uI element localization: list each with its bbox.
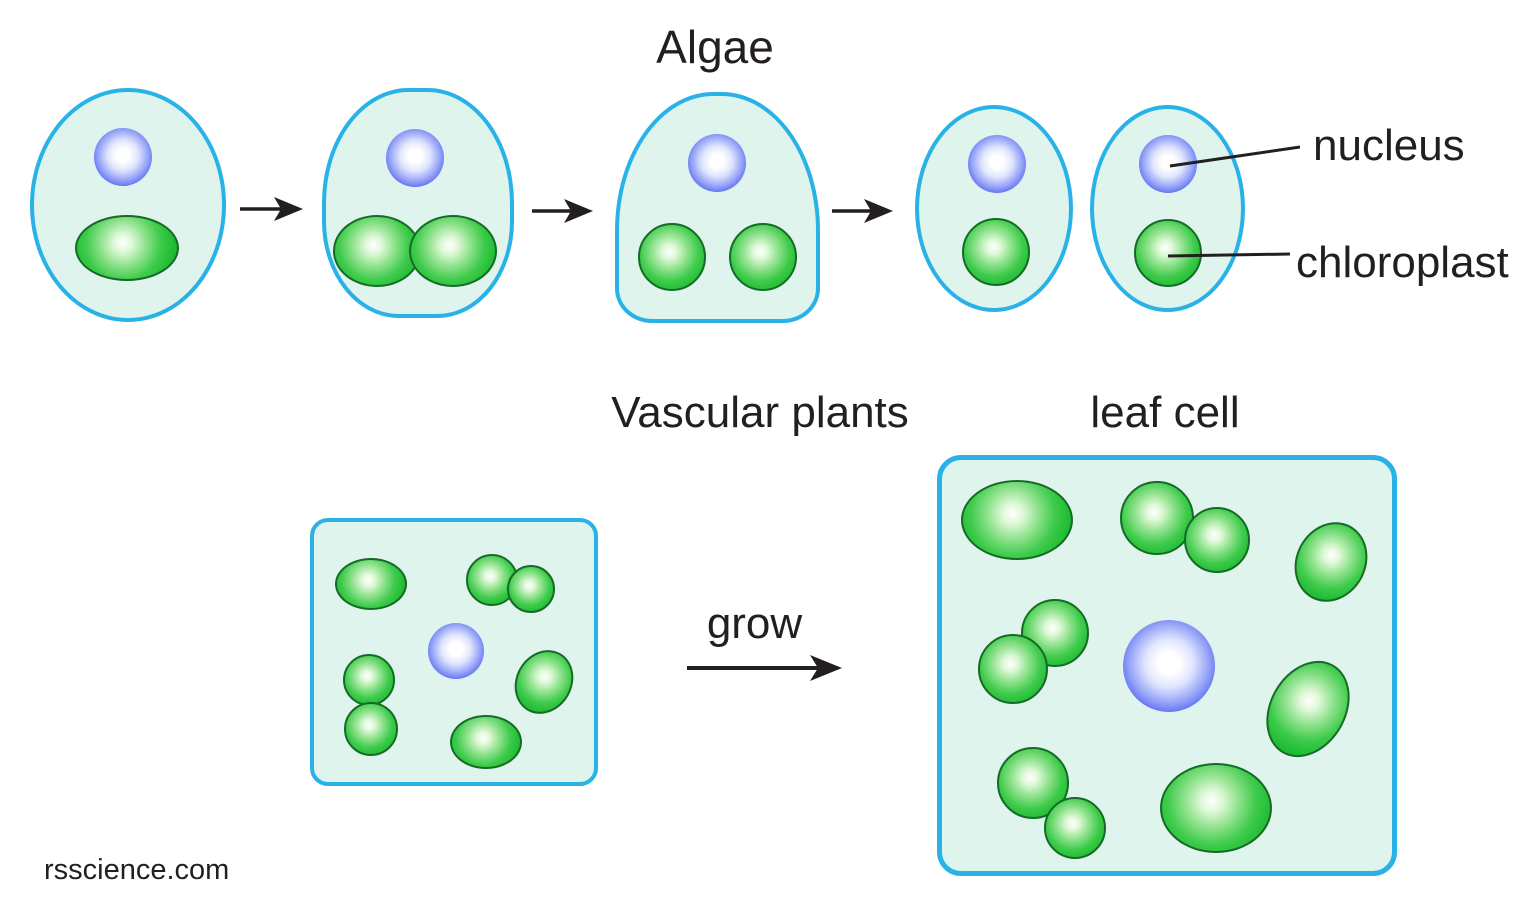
algae-cell-stage-3 [615,92,820,323]
right-arrow-icon [532,199,593,223]
watermark: rsscience.com [44,854,230,886]
dividing-chloroplast-lobe [507,565,555,613]
chloroplast [1134,219,1202,287]
nucleus [1123,620,1215,712]
nucleus [386,129,444,187]
right-arrow-icon [240,197,303,221]
chloroplast [75,215,179,281]
algae-cell-stage-2 [322,88,514,318]
nucleus [688,134,746,192]
chloroplast [729,223,797,291]
dividing-chloroplast-lobe [1044,797,1106,859]
nucleus [968,135,1026,193]
chloroplast [450,715,522,769]
grow-arrow-icon [687,655,842,681]
dividing-chloroplast-lobe [1184,507,1250,573]
leaf-cell-title: leaf cell [1090,388,1240,437]
dividing-chloroplast-lobe [1120,481,1194,555]
grow-label: grow [706,599,803,648]
dividing-chloroplast-lobe [344,702,398,756]
algae-title: Algae [656,21,774,73]
dividing-chloroplast-lobe [409,215,497,287]
chloroplast-label: chloroplast [1296,238,1509,287]
chloroplast [638,223,706,291]
vascular-plants-title: Vascular plants [611,388,909,437]
nucleus [1139,135,1197,193]
chloroplast [962,218,1030,286]
nucleus [94,128,152,186]
chloroplast [961,480,1073,560]
dividing-chloroplast-lobe [978,634,1048,704]
nucleus [428,623,484,679]
algae-cell-stage-1 [30,88,226,322]
chloroplast [1160,763,1272,853]
dividing-chloroplast-lobe [1021,599,1089,667]
dividing-chloroplast-lobe [333,215,421,287]
right-arrow-icon [832,199,893,223]
dividing-chloroplast-lobe [343,654,395,706]
chloroplast [335,558,407,610]
nucleus-label: nucleus [1313,121,1465,170]
